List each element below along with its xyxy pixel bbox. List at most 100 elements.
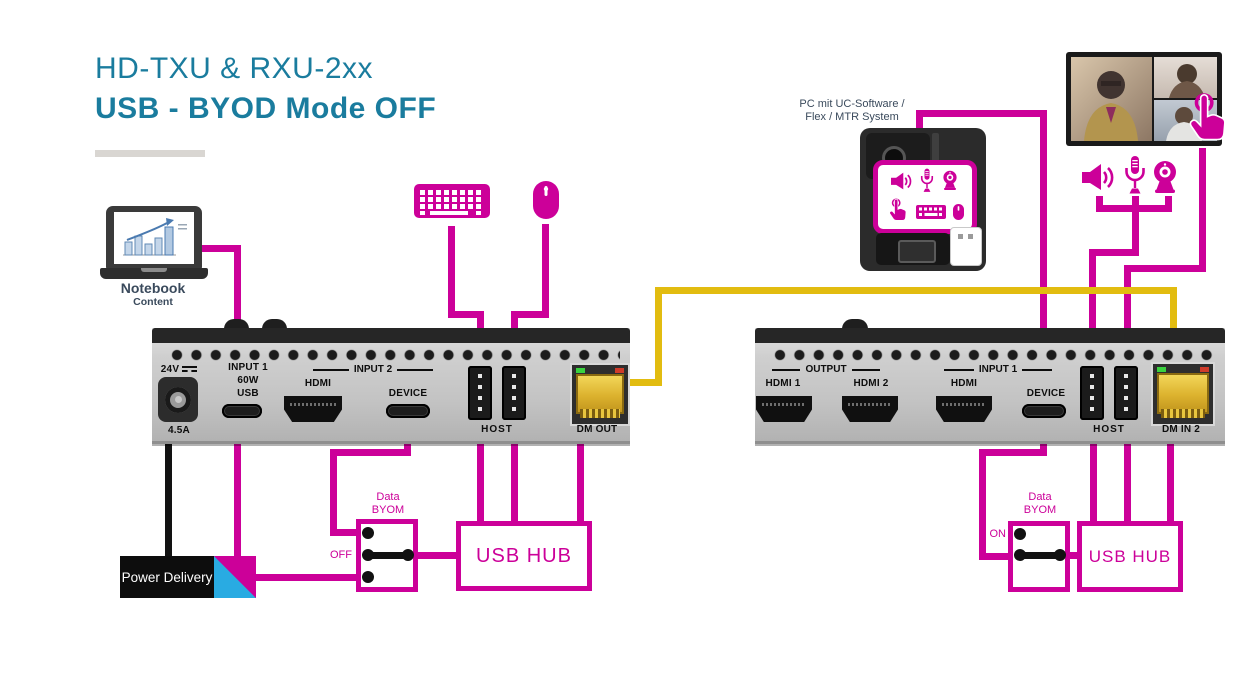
webcam-icon: [943, 170, 957, 190]
tx-vent-holes: [170, 348, 620, 362]
rx-output-header: OUTPUT: [761, 364, 891, 375]
tx-usb-host-port-1: [468, 366, 492, 420]
tx-byom-label: Data BYOM: [371, 491, 405, 516]
power-delivery-box: Power Delivery: [120, 556, 214, 598]
notebook-base: [100, 268, 208, 279]
notebook-label: Notebook: [120, 280, 186, 296]
notebook-notch: [141, 268, 167, 272]
rx-vent-holes: [773, 348, 1215, 362]
rx-usb-host-port-1: [1080, 366, 1104, 420]
rx-usb-hub: USB HUB: [1077, 521, 1183, 592]
cable-trio-h: [1089, 249, 1139, 256]
dc-symbol-icon: [182, 365, 198, 374]
cable-trio-stub-left: [1096, 196, 1103, 208]
cable-rx-host1: [1090, 441, 1097, 527]
tx-dm-out-label: DM OUT: [576, 424, 618, 435]
cable-tx-switch-hub: [412, 552, 458, 559]
cable-tx-host2: [511, 441, 518, 527]
cable-usbc-pd: [234, 441, 241, 556]
notebook-icon: [106, 206, 202, 270]
tx-input1-power-label: 60W: [237, 375, 259, 386]
tx-power-jack: [158, 377, 198, 422]
touch-icon: [1189, 93, 1226, 141]
cable-mouse-v: [542, 224, 549, 318]
tx-power-label: 24V: [152, 364, 206, 375]
dm-link-h: [655, 287, 1177, 294]
page-title-line1: HD-TXU & RXU-2xx: [95, 52, 374, 85]
page-title-line2: USB - BYOD Mode OFF: [95, 92, 437, 125]
rx-byom-label: Data BYOM: [1023, 491, 1057, 516]
rx-byom-state: ON: [989, 528, 1007, 540]
notebook-screen: [114, 212, 194, 264]
cable-notebook-v: [234, 245, 241, 322]
webcam-icon: [1154, 161, 1176, 193]
rx-switch-contact-mid: [1014, 549, 1026, 561]
cable-tx-device-v2: [330, 449, 337, 536]
rx-switch-contact-out: [1054, 549, 1066, 561]
cable-trio-stem: [1132, 196, 1139, 256]
rx-top-button: [842, 319, 868, 329]
rx-rear-panel: [755, 328, 1225, 444]
notebook-sublabel: Content: [133, 296, 173, 308]
tx-rear-panel: [152, 328, 630, 444]
tx-top-button: [224, 319, 249, 329]
tv-screen: [1071, 57, 1217, 141]
tx-panel-edge: [152, 328, 630, 343]
tx-current-label: 4.5A: [168, 425, 190, 436]
tx-switch-contact-mid: [362, 549, 374, 561]
rx-hdmi-port: [936, 396, 992, 422]
cable-tv-v1: [1199, 148, 1206, 272]
speaker-icon: [1082, 164, 1114, 190]
title-underline: [95, 150, 205, 157]
dash: [943, 368, 974, 371]
cable-tx-device-h2: [330, 529, 370, 536]
rx-device-label: DEVICE: [1026, 388, 1066, 399]
cable-keyboard-h: [448, 311, 484, 318]
mouse-icon: [533, 181, 559, 219]
tx-usb-host-port-2: [502, 366, 526, 420]
cable-rx-device-h2: [979, 553, 1015, 560]
cable-pc-h: [916, 110, 1047, 117]
tx-device-label: DEVICE: [388, 388, 428, 399]
rx-hdmi2-port: [842, 396, 898, 422]
tx-switch-blade: [368, 552, 408, 559]
cable-rx-device-v1: [1040, 441, 1047, 456]
tx-host-label: HOST: [481, 424, 513, 435]
cable-tx-dm-hub: [577, 441, 584, 527]
tx-hdmi-label: HDMI: [304, 378, 332, 389]
rx-input1-header: INPUT 1: [928, 364, 1068, 375]
dash: [397, 368, 434, 371]
dm-link-out-h: [620, 379, 662, 386]
cable-keyboard-v2: [477, 311, 484, 328]
tx-input1-label: INPUT 1: [228, 362, 268, 373]
power-delivery-pd-icon: [214, 556, 256, 598]
tx-byom-state: OFF: [330, 549, 352, 561]
tx-dm-out-port: [570, 363, 630, 426]
cable-notebook-h: [198, 245, 238, 252]
notebook-chart: [123, 218, 187, 256]
tx-hdmi-port: [284, 396, 342, 422]
rx-hdmi2-label: HDMI 2: [853, 378, 889, 389]
rx-hdmi1-port: [756, 396, 812, 422]
cable-trio-stub-right: [1165, 196, 1172, 208]
cable-tx-device-h1: [330, 449, 411, 456]
rx-panel-edge: [755, 328, 1225, 343]
dash: [1022, 368, 1053, 371]
tx-switch-contact-top: [362, 527, 374, 539]
cable-tx-device-v1: [404, 441, 411, 456]
tx-input2-header: INPUT 2: [298, 364, 448, 375]
cable-tx-host1: [477, 441, 484, 527]
cable-keyboard-v: [448, 226, 455, 318]
cable-mouse-v2: [511, 311, 518, 328]
pc-unit: [860, 128, 986, 271]
rx-usb-host-port-2: [1114, 366, 1138, 420]
tx-usbc-input1-port: [222, 404, 262, 418]
microphone-icon: [1125, 156, 1145, 194]
touch-icon-small: [888, 198, 906, 221]
cable-power-black: [165, 441, 172, 556]
cable-rx-device-v2: [979, 449, 986, 560]
tx-usb-hub: USB HUB: [456, 521, 592, 591]
pc-uc-panel: [873, 160, 977, 234]
speaker-icon: [891, 172, 912, 190]
